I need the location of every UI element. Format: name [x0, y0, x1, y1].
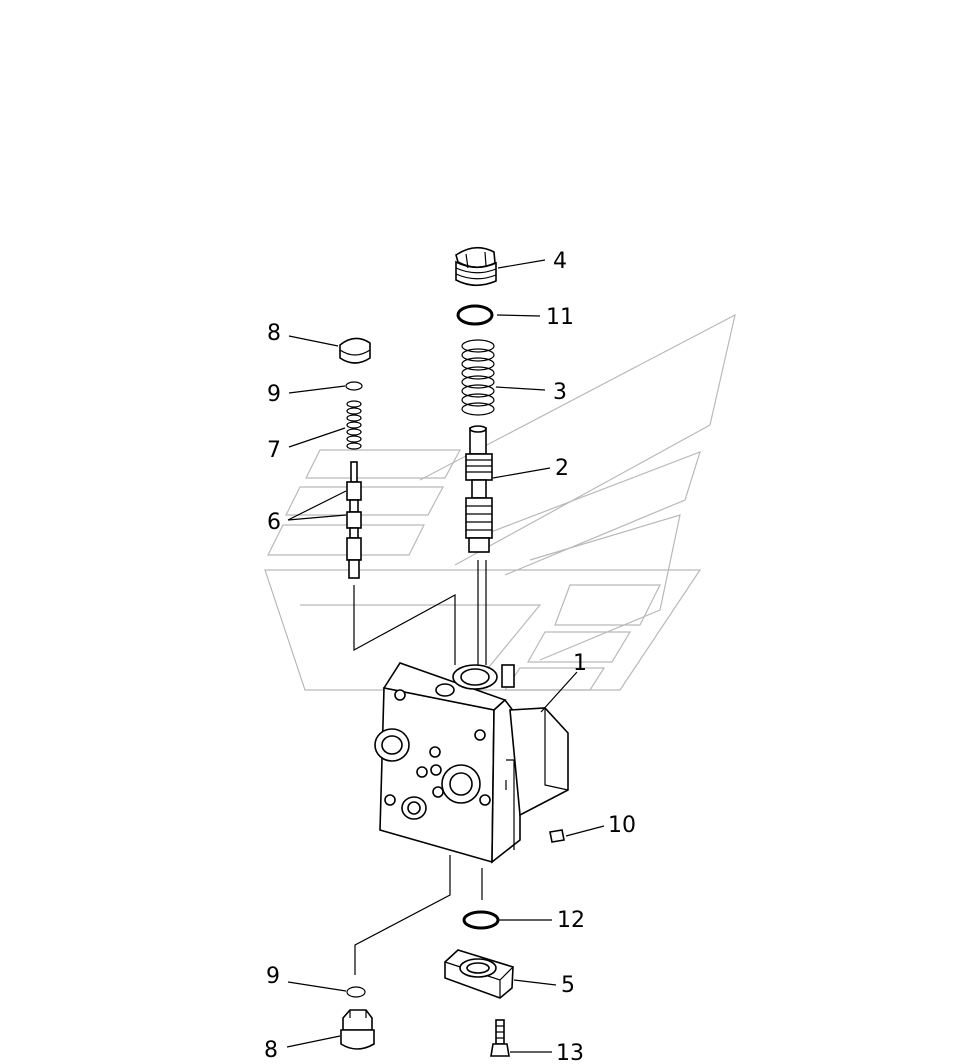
- callout-8-top: 8: [267, 321, 281, 346]
- callouts: 1 2 3 4 5 6 7 8 8 9 9 10 11 12 13: [264, 249, 636, 1064]
- callout-1: 1: [573, 651, 587, 676]
- callout-13: 13: [556, 1041, 584, 1064]
- plug-part-4: [455, 246, 497, 287]
- flange-part-5: [444, 949, 514, 999]
- watermark-logo: [264, 313, 736, 691]
- o-ring-part-12: [462, 910, 500, 930]
- o-ring-part-9-bottom: [346, 986, 366, 998]
- o-ring-part-9-top: [345, 381, 363, 391]
- callout-11: 11: [546, 305, 574, 330]
- callout-2: 2: [555, 456, 569, 481]
- callout-3: 3: [553, 380, 567, 405]
- callout-7: 7: [267, 438, 281, 463]
- callout-9-bottom: 9: [266, 964, 280, 989]
- assembly-guide-lines: [353, 560, 487, 975]
- bolt-part-13: [490, 1019, 510, 1057]
- o-ring-part-11: [456, 304, 494, 326]
- callout-6: 6: [267, 510, 281, 535]
- plug-part-8-top: [339, 337, 371, 364]
- callout-5: 5: [561, 973, 575, 998]
- callout-9-top: 9: [267, 382, 281, 407]
- callout-4: 4: [553, 249, 567, 274]
- spool-part-6: [346, 461, 362, 579]
- callout-8-bottom: 8: [264, 1038, 278, 1063]
- callout-12: 12: [557, 908, 585, 933]
- spool-part-2: [465, 425, 493, 553]
- spring-part-3: [461, 339, 495, 416]
- plug-part-10: [549, 829, 565, 843]
- spring-part-7: [346, 400, 362, 450]
- plug-part-8-bottom: [340, 1009, 375, 1050]
- valve-body-part-1: [374, 662, 569, 864]
- callout-10: 10: [608, 813, 636, 838]
